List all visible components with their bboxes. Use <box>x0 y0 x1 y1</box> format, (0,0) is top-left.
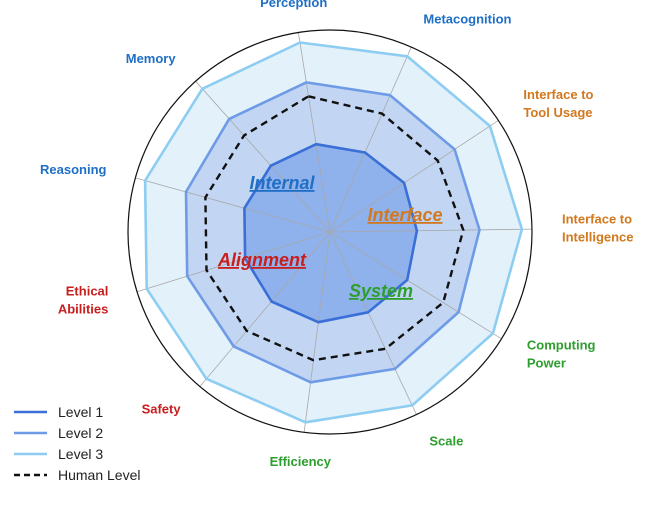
axis-label-line: Intelligence <box>562 230 634 245</box>
grid-spoke <box>329 231 417 415</box>
axis-label-line: Scale <box>429 434 463 449</box>
grid-spoke <box>303 231 331 433</box>
legend-label-level-2: Level 2 <box>58 425 103 441</box>
outer-circle <box>127 29 533 435</box>
level-1-line <box>243 142 419 324</box>
grid-spoke <box>329 231 502 340</box>
group-label-system: System <box>349 281 413 301</box>
series-outlines <box>143 41 524 424</box>
axis-label-line: Power <box>527 356 566 371</box>
grid-spoke <box>199 231 331 387</box>
axis-label: Interface to Tool Usage <box>523 87 593 120</box>
axis-label-line: Interface to <box>523 87 593 102</box>
series-fills <box>145 42 522 423</box>
level-2-line <box>184 81 481 384</box>
axis-label-line: Computing <box>527 338 596 353</box>
legend: Level 1 Level 2 Level 3 Human Level <box>14 404 141 483</box>
axis-label-line: Ethical <box>66 284 109 299</box>
group-label-alignment: Alignment <box>217 250 307 270</box>
axis-label-line: Efficiency <box>270 454 332 469</box>
axis-label-line: Interface to <box>562 212 632 227</box>
axis-label-line: Memory <box>126 51 177 66</box>
group-label-interface: Interface <box>367 205 442 225</box>
legend-label-level-3: Level 3 <box>58 446 103 462</box>
legend-label-level-1: Level 1 <box>58 404 103 420</box>
grid-spoke <box>329 120 499 233</box>
axis-label: Memory <box>126 51 177 66</box>
axis-label: Safety <box>142 402 182 417</box>
axis-label-line: Safety <box>142 402 182 417</box>
radar-grid <box>127 29 533 435</box>
axis-label-line: Perception <box>260 0 327 10</box>
axis-label-line: Abilities <box>58 302 109 317</box>
axis-label: Reasoning <box>40 162 107 177</box>
axis-label-line: Metacognition <box>423 12 511 27</box>
grid-spoke <box>135 177 331 233</box>
level-3-line <box>143 41 524 424</box>
grid-spoke <box>329 46 412 233</box>
legend-label-human-level: Human Level <box>58 467 141 483</box>
axis-label: Efficiency <box>270 454 332 469</box>
axis-label: Metacognition <box>423 12 511 27</box>
axis-label-line: Tool Usage <box>523 105 592 120</box>
axis-label: Scale <box>429 434 463 449</box>
grid-spoke <box>298 32 331 233</box>
group-label-internal: Internal <box>249 173 315 193</box>
axis-label: Interface to Intelligence <box>562 212 634 245</box>
human-level-line <box>204 95 465 362</box>
axis-label: Perception <box>260 0 327 10</box>
grid-spoke <box>136 231 331 293</box>
grid-spoke <box>329 228 533 233</box>
axis-label-line: Reasoning <box>40 162 107 177</box>
grid-spoke <box>195 80 331 233</box>
